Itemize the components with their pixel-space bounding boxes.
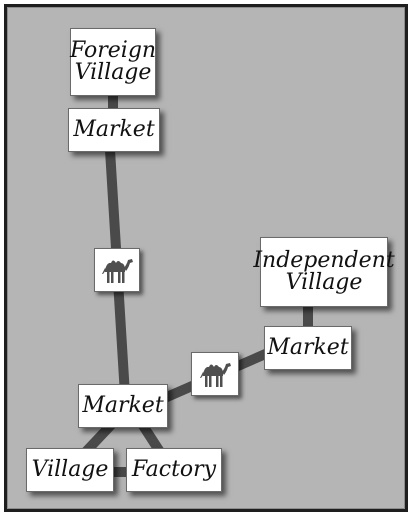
node-factory: Factory [126, 448, 222, 492]
node-village: Village [26, 448, 114, 492]
node-independent-village-line2: Village [285, 270, 363, 295]
node-foreign-village: Foreign Village [70, 28, 156, 96]
node-factory-label: Factory [131, 457, 217, 482]
node-market-center: Market [78, 384, 168, 428]
camel-icon [200, 363, 231, 387]
node-independent-village: Independent Village [253, 237, 395, 307]
camel-route-box-vertical [94, 248, 140, 292]
node-market-right-label: Market [267, 335, 349, 360]
node-market-top-label: Market [73, 117, 155, 142]
node-market-top: Market [68, 108, 160, 152]
node-market-right: Market [264, 326, 352, 370]
node-independent-village-line1: Independent [253, 248, 395, 273]
node-foreign-village-line1: Foreign [69, 38, 157, 63]
node-foreign-village-line2: Village [74, 60, 152, 85]
camel-icon [102, 259, 133, 283]
camel-route-box-diagonal [191, 352, 239, 396]
node-market-center-label: Market [82, 393, 164, 418]
node-village-label: Village [31, 457, 109, 482]
